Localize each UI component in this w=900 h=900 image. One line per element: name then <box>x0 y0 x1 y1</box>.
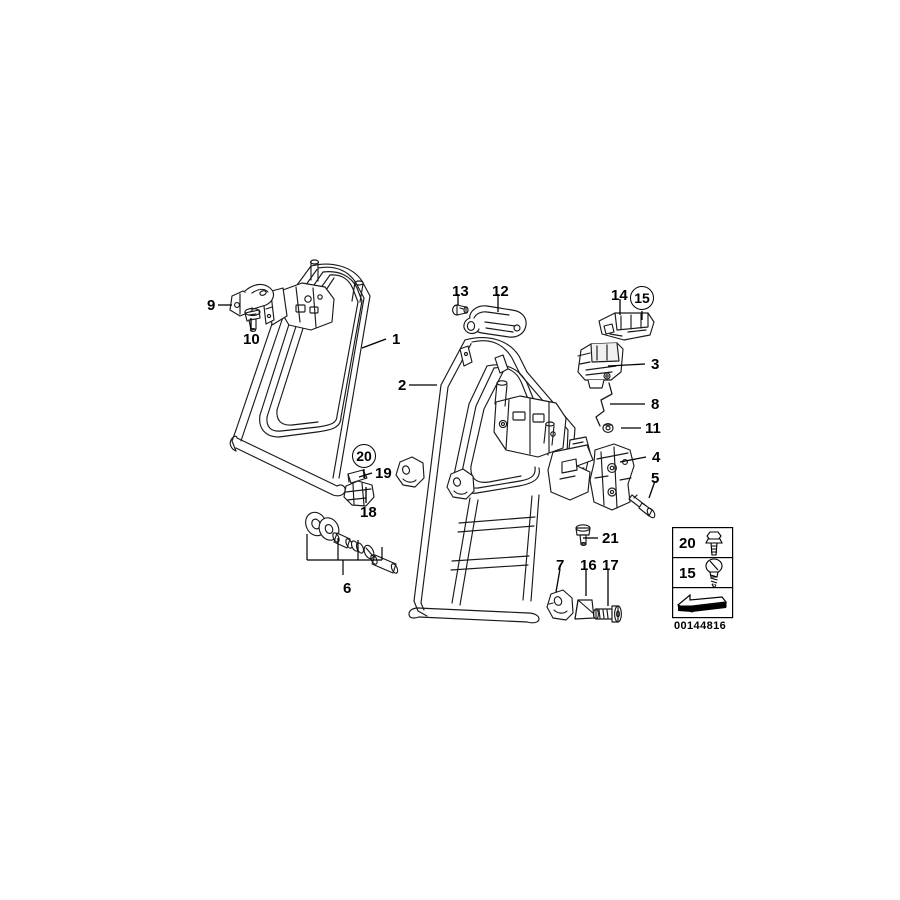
part-2-right-backrest-frame <box>408 337 594 624</box>
legend-number-15: 15 <box>679 565 696 582</box>
leader-line-4 <box>619 456 647 463</box>
callout-7: 7 <box>556 557 565 574</box>
leader-line-3 <box>607 363 646 367</box>
callout-19: 19 <box>375 465 392 482</box>
callout-18: 18 <box>360 504 377 521</box>
part-5-bolt <box>628 494 656 519</box>
frame-attached-bracket-lower <box>446 468 475 500</box>
callout-4: 4 <box>652 449 661 466</box>
part-12-release-handle <box>463 305 527 338</box>
leader-line-7 <box>555 568 561 593</box>
diagram-id-label: 00144816 <box>674 620 727 632</box>
frame-attached-bracket-upper <box>395 456 425 488</box>
leader-line-5 <box>648 480 656 499</box>
part-16-wedge <box>574 599 595 620</box>
part-19-retaining-clip <box>347 469 368 484</box>
legend-row-20-box <box>672 527 734 559</box>
callout-10: 10 <box>243 331 260 348</box>
callout-21: 21 <box>602 530 619 547</box>
callout-9: 9 <box>207 297 216 314</box>
part-14-seat-latch-cover <box>598 312 655 341</box>
callout-3: 3 <box>651 356 660 373</box>
part-6-pivot-assembly <box>305 511 399 574</box>
legend-box <box>672 527 750 639</box>
part-3-latch-actuator <box>577 342 624 389</box>
callout-8: 8 <box>651 396 660 413</box>
part-9-catch-bracket <box>229 283 275 317</box>
direction-arrow-icon <box>676 593 728 613</box>
leader-line-1 <box>361 338 387 349</box>
callout-leader-lines <box>218 294 656 606</box>
callout-5: 5 <box>651 470 660 487</box>
callout-2: 2 <box>398 377 407 394</box>
callout-17: 17 <box>602 557 619 574</box>
part-21-screw <box>575 524 591 546</box>
legend-row-15-box <box>672 557 734 589</box>
part-11-cable-grommet <box>602 423 614 433</box>
callout-12: 12 <box>492 283 509 300</box>
callout-6: 6 <box>343 580 352 597</box>
part-13-bolt <box>452 304 469 316</box>
part-8-release-cable <box>595 382 613 427</box>
part-10-screw <box>244 307 261 332</box>
callout-15-circled: 15 <box>630 286 654 310</box>
part-7-floor-bracket <box>546 589 574 621</box>
callout-14: 14 <box>611 287 628 304</box>
callout-20-circled: 20 <box>352 444 376 468</box>
part-4-latch-mechanism <box>589 443 635 511</box>
callout-16: 16 <box>580 557 597 574</box>
callout-13: 13 <box>452 283 469 300</box>
callout-11: 11 <box>645 420 661 437</box>
leader-line-19 <box>358 472 373 478</box>
part-17-bolt <box>593 605 622 623</box>
part-18-mounting-bracket <box>343 480 375 507</box>
callout-1: 1 <box>392 331 401 348</box>
legend-number-20: 20 <box>679 535 696 552</box>
hex-flange-bolt-icon <box>705 531 723 556</box>
part-6-grouping-bracket <box>306 534 383 575</box>
